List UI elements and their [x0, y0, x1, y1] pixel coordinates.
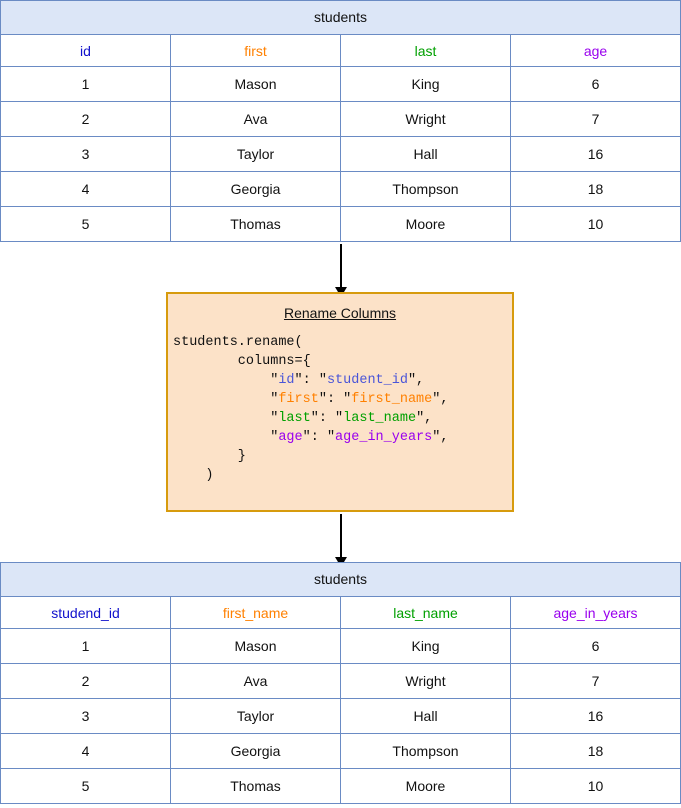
table-cell: Moore — [340, 206, 511, 242]
table-cell: King — [340, 628, 511, 664]
arrow-down-icon-bottom — [340, 514, 342, 558]
table-cell: Thompson — [340, 171, 511, 207]
table-cell: Thompson — [340, 733, 511, 769]
code-segment: ", — [416, 411, 433, 426]
table-cell: Wright — [340, 101, 511, 137]
code-segment: ", — [432, 430, 449, 445]
table-cell: Thomas — [170, 768, 341, 804]
code-segment: ": " — [318, 392, 352, 407]
table-cell: 5 — [0, 206, 171, 242]
table-cell: Ava — [170, 663, 341, 699]
code-segment: } — [173, 449, 246, 464]
table-cell: 18 — [510, 733, 681, 769]
code-segment: ) — [173, 468, 214, 483]
code-segment: ", — [407, 373, 425, 388]
table-cell: 2 — [0, 101, 171, 137]
code-segment: ": " — [302, 430, 336, 445]
code-segment: age — [278, 430, 303, 445]
table-cell: 3 — [0, 136, 171, 172]
arrow-down-icon-top — [340, 244, 342, 288]
code-segment: age_in_years — [335, 430, 433, 445]
column-header: first_name — [170, 596, 341, 629]
table-cell: Ava — [170, 101, 341, 137]
code-segment: " — [173, 392, 279, 407]
table-cell: 4 — [0, 171, 171, 207]
table-cell: Hall — [340, 136, 511, 172]
table-cell: 5 — [0, 768, 171, 804]
column-header: first — [170, 34, 341, 67]
code-segment: last_name — [343, 411, 417, 426]
operation-box: Rename Columns students.rename( columns=… — [166, 292, 514, 512]
column-header: id — [0, 34, 171, 67]
code-segment: student_id — [326, 373, 408, 388]
operation-code: students.rename( columns={ "id": "studen… — [168, 333, 512, 485]
table-cell: Wright — [340, 663, 511, 699]
table-cell: 1 — [0, 66, 171, 102]
table-cell: King — [340, 66, 511, 102]
table-cell: 18 — [510, 171, 681, 207]
table-cell: Mason — [170, 66, 341, 102]
column-header: last — [340, 34, 511, 67]
code-segment: ": " — [294, 373, 327, 388]
input-table-title-row: students — [0, 0, 681, 35]
table-cell: Thomas — [170, 206, 341, 242]
table-cell: 3 — [0, 698, 171, 734]
table-cell: 10 — [510, 206, 681, 242]
operation-title: Rename Columns — [283, 305, 397, 321]
column-header: age — [510, 34, 681, 67]
table-cell: 7 — [510, 663, 681, 699]
table-cell: Taylor — [170, 136, 341, 172]
column-header: last_name — [340, 596, 511, 629]
table-cell: Mason — [170, 628, 341, 664]
code-segment: ", — [432, 392, 449, 407]
table-cell: Taylor — [170, 698, 341, 734]
column-header: age_in_years — [510, 596, 681, 629]
code-segment: " — [173, 411, 279, 426]
table-cell: 7 — [510, 101, 681, 137]
output-table-title-row: students — [0, 562, 681, 597]
table-cell: 4 — [0, 733, 171, 769]
input-table-title: students — [0, 0, 681, 35]
column-header: studend_id — [0, 596, 171, 629]
table-cell: 16 — [510, 136, 681, 172]
code-segment: last — [278, 411, 311, 426]
table-cell: Hall — [340, 698, 511, 734]
table-cell: 6 — [510, 66, 681, 102]
table-cell: Georgia — [170, 171, 341, 207]
code-segment: " — [173, 373, 279, 388]
table-cell: Georgia — [170, 733, 341, 769]
code-segment: first — [278, 392, 319, 407]
table-cell: Moore — [340, 768, 511, 804]
code-segment: first_name — [351, 392, 433, 407]
code-segment: students.rename( — [173, 335, 303, 350]
code-segment: columns={ — [173, 354, 311, 369]
table-cell: 1 — [0, 628, 171, 664]
table-cell: 10 — [510, 768, 681, 804]
table-cell: 6 — [510, 628, 681, 664]
output-table-title: students — [0, 562, 681, 597]
code-segment: id — [278, 373, 295, 388]
table-cell: 2 — [0, 663, 171, 699]
code-segment: " — [173, 430, 279, 445]
table-cell: 16 — [510, 698, 681, 734]
code-segment: ": " — [310, 411, 344, 426]
